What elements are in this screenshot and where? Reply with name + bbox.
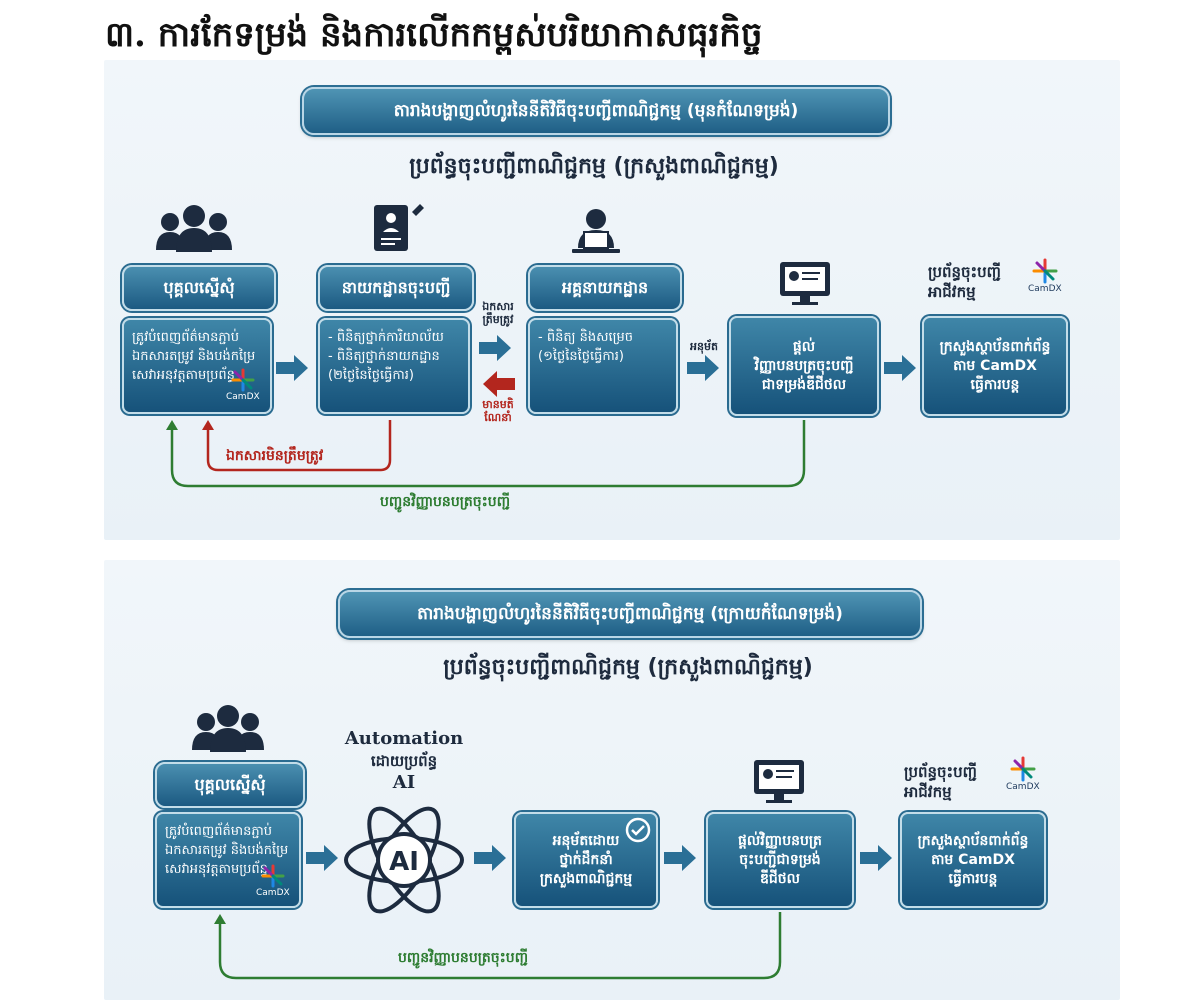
ministries-line: ក្រសួងស្ថាប័នពាក់ព័ន្ធ [939, 338, 1051, 355]
camdx-name: CamDX [1006, 782, 1040, 792]
ministries-line: ធ្វើការបន្ត [948, 870, 998, 887]
automation-label: Automation ដោយប្រព័ន្ធ AI [344, 728, 464, 793]
before-reform-subtitle: ប្រព័ន្ធចុះបញ្ជីពាណិជ្ជកម្ម (ក្រសួងពាណិជ… [409, 154, 779, 179]
ai-text: AI [389, 847, 419, 877]
person-laptop-icon [572, 209, 620, 253]
camdx-icon [1032, 258, 1058, 284]
ministries-box: ក្រសួងស្ថាប័នពាក់ព័ន្ធ តាម CamDX ធ្វើការ… [922, 316, 1068, 416]
certificate-box: ផ្តល់វិញ្ញាបនបត្រ ចុះបញ្ជីជាទម្រង់ ឌីជីថ… [706, 812, 854, 908]
label-send-certificate: បញ្ជូនវិញ្ញាបនបត្រចុះបញ្ជី [380, 494, 511, 510]
before-reform-banner: តារាងបង្ហាញលំហូរនៃនីតិវិធីចុះបញ្ជីពាណិជ្… [302, 87, 890, 135]
camdx-logo: CamDX [226, 368, 260, 402]
monitor-certificate-icon [780, 262, 830, 305]
applicant-header: បុគ្គលស្នើសុំ [122, 265, 276, 311]
registrar-box: - ពិនិត្យថ្នាក់ការិយាល័យ - ពិនិត្យថ្នាក់… [318, 318, 470, 414]
camdx-logo: CamDX [1028, 258, 1062, 294]
monitor-certificate-icon [754, 760, 804, 803]
director-box: - ពិនិត្យ និងសម្រេច (១ថ្ងៃនៃថ្ងៃធ្វើការ) [528, 318, 678, 414]
group-people-icon [192, 705, 264, 752]
ministries-line: តាម CamDX [953, 357, 1037, 374]
document-pen-icon [374, 204, 424, 251]
flow-arrows [306, 845, 892, 871]
applicant-line: ត្រូវបំពេញព័ត៌មានភ្ជាប់ [132, 330, 240, 345]
leadership-approval-box: អនុម័តដោយ ថ្នាក់ដឹកនាំ ក្រសួងពាណិជ្ជកម្ម [514, 812, 658, 908]
registrar-line: (២ថ្ងៃនៃថ្ងៃធ្វើការ) [328, 368, 414, 383]
page-title: ៣. ការកែទម្រង់ និងការលើកកម្ពស់បរិយាកាសធុ… [105, 15, 763, 55]
director-line: (១ថ្ងៃនៃថ្ងៃធ្វើការ) [538, 349, 624, 364]
camdx-logo: CamDX [256, 864, 290, 898]
label-send-certificate: បញ្ជូនវិញ្ញាបនបត្រចុះបញ្ជី [398, 950, 529, 966]
business-system-label: ប្រព័ន្ធចុះបញ្ជីអាជីវកម្ម [904, 763, 977, 801]
ministries-line: ក្រសួងស្ថាប័នពាក់ព័ន្ធ [917, 832, 1029, 849]
certificate-line: ឌីជីថល [759, 870, 800, 887]
ministries-line: ធ្វើការបន្ត [970, 376, 1020, 393]
camdx-icon [1010, 756, 1036, 782]
certificate-line: វិញ្ញាបនបត្រចុះបញ្ជី [754, 357, 854, 374]
applicant-box: ត្រូវបំពេញព័ត៌មានភ្ជាប់ ឯកសារតម្រូវ និងប… [155, 812, 301, 908]
checkmark-circle-icon [625, 817, 651, 843]
applicant-line: ឯកសារតម្រូវ និងបង់កម្រៃ [165, 843, 289, 858]
registrar-line: - ពិនិត្យថ្នាក់នាយកដ្ឋាន [328, 349, 440, 364]
approval-line: ថ្នាក់ដឹកនាំ [559, 851, 613, 868]
applicant-line: សេវាអនុវត្តតាមប្រព័ន្ធ [165, 862, 268, 877]
camdx-icon [231, 368, 255, 392]
certificate-line: ផ្តល់ [792, 338, 816, 355]
label-approve: អនុម័ត [690, 340, 718, 353]
label-document-correct: ឯកសារត្រឹមត្រូវ [482, 300, 514, 326]
approval-line: ក្រសួងពាណិជ្ជកម្ម [539, 870, 633, 887]
director-header: អគ្គនាយកដ្ឋាន [528, 265, 682, 311]
approval-line: អនុម័តដោយ [552, 832, 620, 849]
applicant-line: សេវាអនុវត្តតាមប្រព័ន្ធ [132, 368, 235, 383]
certificate-box: ផ្តល់ វិញ្ញាបនបត្រចុះបញ្ជី ជាទម្រង់ឌីជីថ… [729, 316, 879, 416]
after-reform-banner: តារាងបង្ហាញលំហូរនៃនីតិវិធីចុះបញ្ជីពាណិជ្… [338, 590, 922, 638]
camdx-icon [261, 864, 285, 888]
certificate-line: ជាទម្រង់ឌីជីថល [761, 376, 847, 393]
after-reform-subtitle: ប្រព័ន្ធចុះបញ្ជីពាណិជ្ជកម្ម (ក្រសួងពាណិជ… [443, 655, 813, 680]
registrar-line: - ពិនិត្យថ្នាក់ការិយាល័យ [328, 330, 444, 345]
camdx-name: CamDX [226, 392, 260, 402]
ministries-box: ក្រសួងស្ថាប័នពាក់ព័ន្ធ តាម CamDX ធ្វើការ… [900, 812, 1046, 908]
applicant-line: ត្រូវបំពេញព័ត៌មានភ្ជាប់ [165, 824, 273, 839]
applicant-box: ត្រូវបំពេញព័ត៌មានភ្ជាប់ ឯកសារតម្រូវ និងប… [122, 318, 272, 414]
applicant-header: បុគ្គលស្នើសុំ [155, 762, 305, 808]
registrar-header: នាយកដ្ឋានចុះបញ្ជី [318, 265, 474, 311]
camdx-name: CamDX [256, 888, 290, 898]
label-document-incorrect: ឯកសារមិនត្រឹមត្រូវ [226, 448, 324, 464]
camdx-name: CamDX [1028, 284, 1062, 294]
label-has-comment: មានមតិណែនាំ [482, 398, 514, 424]
ai-atom-icon [344, 806, 464, 914]
return-red-arrow [483, 371, 515, 397]
director-line: - ពិនិត្យ និងសម្រេច [538, 330, 633, 345]
camdx-logo: CamDX [1006, 756, 1040, 792]
certificate-line: ផ្តល់វិញ្ញាបនបត្រ [738, 832, 822, 849]
flow-arrows [276, 335, 916, 381]
applicant-line: ឯកសារតម្រូវ និងបង់កម្រៃ [132, 349, 256, 364]
certificate-line: ចុះបញ្ជីជាទម្រង់ [739, 851, 821, 868]
group-people-icon [156, 205, 232, 252]
ministries-line: តាម CamDX [931, 851, 1015, 868]
business-system-label: ប្រព័ន្ធចុះបញ្ជីអាជីវកម្ម [928, 263, 1001, 301]
